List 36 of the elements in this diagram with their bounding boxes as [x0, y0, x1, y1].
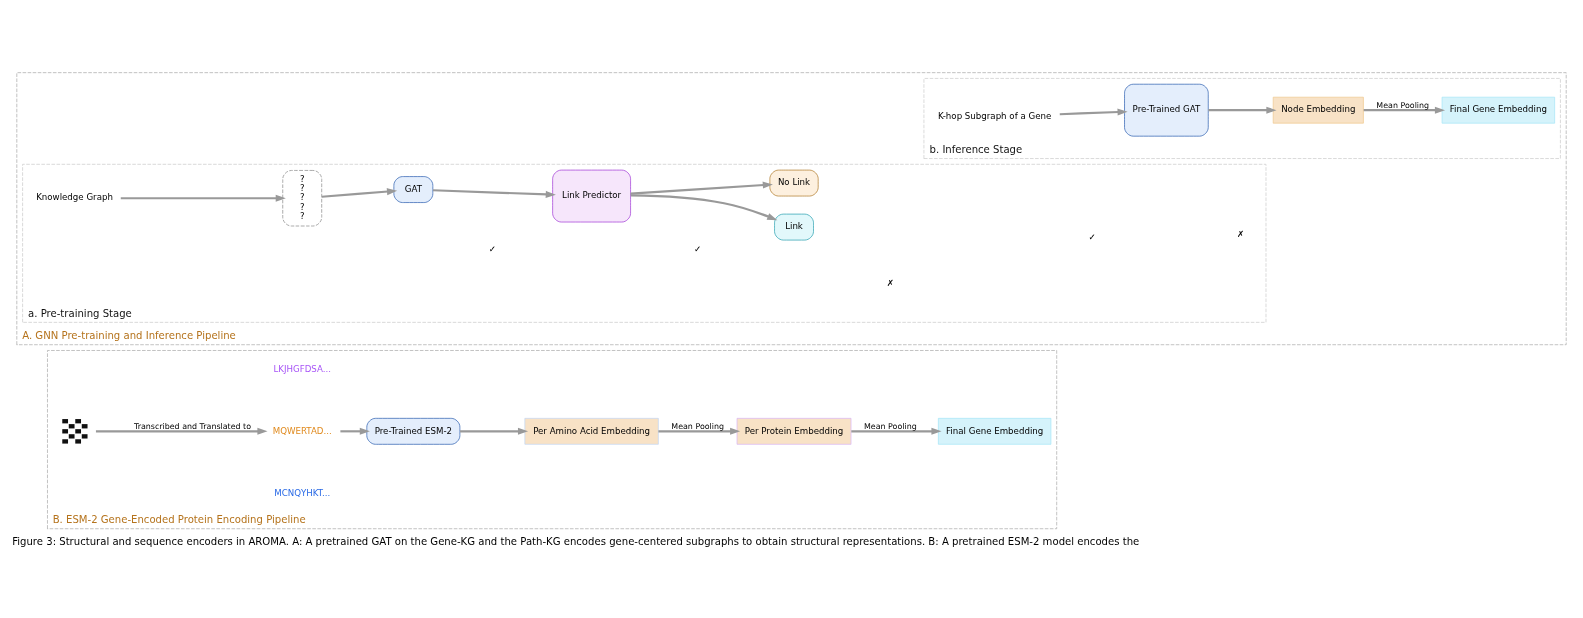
label: ✓ [488, 244, 496, 255]
arrow [1208, 106, 1277, 114]
arrow [321, 188, 398, 198]
node-box: Pre-Trained GAT [1124, 83, 1209, 137]
caption: Figure 3: Structural and sequence encoders in AROMA. A: A pretrained GAT on the Gene-KG and the Path-KG encodes gene-centered subgraphs to obtain structural representations. B: A pretrained ESM-2 model encodes the [12, 536, 1140, 548]
arrow [95, 427, 268, 435]
node-text: K-hop Subgraph of a Gene [938, 110, 1052, 121]
node-box: GAT [393, 176, 434, 203]
node-box: ? ? ? ? ? [282, 170, 323, 227]
label: ✓ [694, 243, 702, 254]
node-text: MQWERTAD... [272, 425, 332, 436]
label: ✗ [886, 278, 894, 289]
node-box: Link [774, 213, 814, 241]
node-box: Node Embedding [1272, 96, 1364, 124]
arrow [1059, 108, 1128, 116]
node-box: No Link [769, 169, 819, 197]
node-text: MCNQYHKT... [274, 487, 331, 498]
label: ✓ [1088, 232, 1096, 243]
arrow [630, 181, 773, 195]
arrow [460, 427, 529, 435]
node-box: Per Protein Embedding [736, 417, 852, 445]
node-box: Link Predictor [552, 169, 631, 223]
node-text: LKJHGFDSA... [273, 363, 331, 374]
node-text: Knowledge Graph [36, 192, 113, 203]
arrow [658, 427, 741, 435]
node-box: Final Gene Embedding [1441, 96, 1555, 124]
arrow [120, 194, 286, 202]
node-box: Per Amino Acid Embedding [524, 417, 659, 445]
node-box: Pre-Trained ESM-2 [366, 417, 461, 445]
node-box: Final Gene Embedding [938, 417, 1052, 445]
arrow [432, 189, 556, 198]
arrow [851, 427, 942, 435]
label: ✗ [1237, 229, 1245, 240]
arrow [1363, 106, 1446, 114]
arrow [340, 427, 370, 435]
arrow [630, 194, 778, 221]
